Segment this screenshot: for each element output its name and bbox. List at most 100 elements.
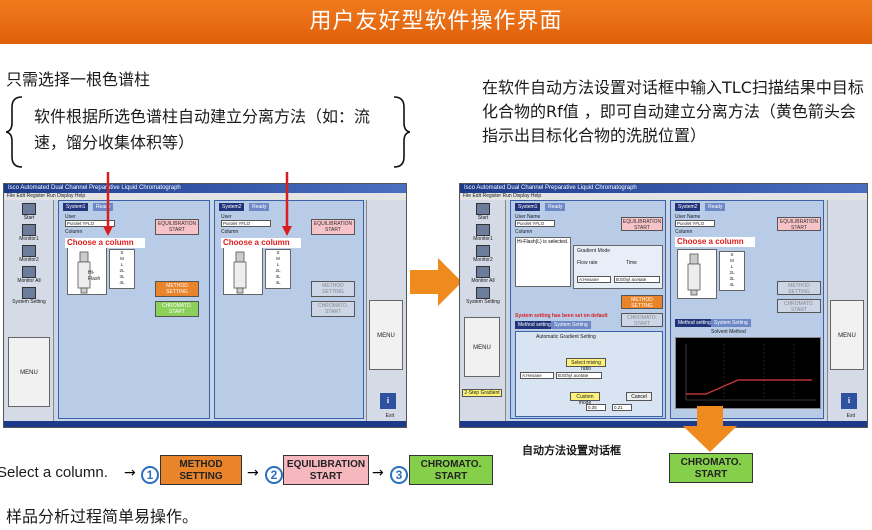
menu-file[interactable]: File <box>7 193 16 199</box>
left-note-heading: 只需选择一根色谱柱 <box>6 70 151 89</box>
tab-system1[interactable]: System1 <box>515 203 541 211</box>
dialog-solvent-b[interactable]: B:Ethyl acetate <box>556 372 602 379</box>
size-option-m[interactable]: M <box>120 256 124 261</box>
size-option-m[interactable]: M <box>276 256 280 261</box>
chromato-start-button-large[interactable]: CHROMATO. START <box>669 453 753 483</box>
size-option-4l[interactable]: 4L <box>119 280 125 285</box>
column-size-list[interactable]: S M L 2L 3L 4L <box>265 249 291 289</box>
tab-system2[interactable]: System2 <box>675 203 701 211</box>
chromato-start-button[interactable]: CHROMATO. START <box>155 301 199 317</box>
method-setting-button[interactable]: METHOD SETTING <box>311 281 355 297</box>
menu-run[interactable]: Run <box>502 193 512 199</box>
tab-system-setting[interactable]: System Setting <box>711 319 751 327</box>
size-option-s[interactable]: S <box>276 250 280 255</box>
sidebar-item-monitor2[interactable]: Monitor2 <box>464 245 502 263</box>
sidebar-item-start[interactable]: Start <box>464 203 502 221</box>
chromato-start-button[interactable]: CHROMATO. START <box>311 301 355 317</box>
sidebar-item-monitor2[interactable]: Monitor2 <box>8 245 50 263</box>
menu-help[interactable]: Help <box>530 193 542 199</box>
size-option-3l[interactable]: 3L <box>275 274 281 279</box>
column-cartridge-icon <box>687 253 701 296</box>
size-option-2l[interactable]: 2L <box>275 268 281 273</box>
menu-edit[interactable]: Edit <box>472 193 482 199</box>
tab-ready[interactable]: Ready <box>93 203 114 211</box>
solvent-a-dropdown[interactable]: A:Hexane <box>577 276 611 283</box>
down-arrow-icon <box>683 406 737 452</box>
tab-method-setting[interactable]: Method setting <box>515 321 554 329</box>
chromato-start-button[interactable]: CHROMATO. START <box>777 299 821 313</box>
pointer-arrow-icon <box>282 172 292 236</box>
equilibration-start-button[interactable]: EQUILIBRATION START <box>155 219 199 235</box>
rf-value-2[interactable]: 0.21 <box>612 404 632 411</box>
menu-button[interactable]: MENU <box>8 337 50 407</box>
flow-arrow-2: → <box>247 465 259 481</box>
tab-system-setting[interactable]: System Setting <box>551 321 591 329</box>
menu-file[interactable]: File <box>463 193 472 199</box>
size-option-l[interactable]: L <box>276 262 280 267</box>
exit-icon[interactable]: i <box>841 393 857 409</box>
menu-edit[interactable]: Edit <box>16 193 26 199</box>
user-dropdown[interactable]: Purolet YFLO <box>221 220 271 227</box>
size-option-4l[interactable]: 4L <box>275 280 281 285</box>
exit-label: Exit <box>846 413 855 419</box>
equilibration-start-button[interactable]: EQUILIBRATION START <box>311 219 355 235</box>
menu-register[interactable]: Register <box>26 193 46 199</box>
size-option-s[interactable]: S <box>120 250 124 255</box>
user-dropdown[interactable]: Purolet YFLO <box>515 220 555 227</box>
cancel-button[interactable]: Cancel <box>626 392 652 401</box>
method-setting-button[interactable]: METHOD SETTING <box>777 281 821 295</box>
user-dropdown[interactable]: Purolet YFLO <box>65 220 115 227</box>
step-3-badge: 3 <box>390 466 408 484</box>
menu-help[interactable]: Help <box>74 193 86 199</box>
chromato-start-button[interactable]: CHROMATO. START <box>621 313 663 327</box>
menu-button[interactable]: MENU <box>464 317 500 377</box>
menu-button[interactable]: MENU <box>369 300 403 370</box>
mixing-ratio-button[interactable]: Select mixing ratio <box>566 358 606 372</box>
menu-display[interactable]: Display <box>513 193 530 199</box>
equilibration-start-button[interactable]: EQUILIBRATION START <box>621 217 663 231</box>
size-option-4l[interactable]: 4L <box>729 282 735 287</box>
menu-register[interactable]: Register <box>482 193 502 199</box>
tab-system1[interactable]: System1 <box>63 203 89 211</box>
sidebar-item-monitor-all[interactable]: Monitor All <box>8 266 50 284</box>
method-setting-step-button[interactable]: METHOD SETTING <box>160 455 242 485</box>
custom-mode-button[interactable]: Custom mode <box>570 392 600 406</box>
solvent-b-dropdown[interactable]: B:Ethyl acetate <box>614 276 660 283</box>
sidebar-item-start[interactable]: Start <box>8 203 50 221</box>
method-setting-button[interactable]: METHOD SETTING <box>621 295 663 309</box>
tab-ready[interactable]: Ready <box>545 203 566 211</box>
size-option-3l[interactable]: 3L <box>729 276 735 281</box>
size-option-l[interactable]: L <box>120 262 124 267</box>
tab-ready[interactable]: Ready <box>705 203 726 211</box>
sidebar-item-monitor-all[interactable]: Monitor All <box>464 266 502 284</box>
size-option-s[interactable]: S <box>730 252 734 257</box>
size-option-l[interactable]: L <box>730 264 734 269</box>
method-setting-button[interactable]: METHOD SETTING <box>155 281 199 297</box>
dialog-solvent-a[interactable]: A:Hexane <box>520 372 554 379</box>
menu-display[interactable]: Display <box>57 193 74 199</box>
sidebar-item-monitor1[interactable]: Monitor1 <box>8 224 50 242</box>
menu-button[interactable]: MENU <box>830 300 864 370</box>
tab-ready[interactable]: Ready <box>249 203 270 211</box>
sidebar-item-system-setting[interactable]: System Setting <box>8 287 50 305</box>
equilibration-start-button[interactable]: EQUILIBRATION START <box>777 217 821 231</box>
size-option-3l[interactable]: 3L <box>119 274 125 279</box>
size-option-2l[interactable]: 2L <box>729 270 735 275</box>
size-option-2l[interactable]: 2L <box>119 268 125 273</box>
equilibration-step-button[interactable]: EQUILIBRATION START <box>283 455 369 485</box>
size-option-m[interactable]: M <box>730 258 734 263</box>
sidebar-item-system-setting[interactable]: System Setting <box>464 287 502 305</box>
chromato-step-button[interactable]: CHROMATO. START <box>409 455 493 485</box>
user-dropdown[interactable]: Purolet YFLO <box>675 220 715 227</box>
column-size-list[interactable]: S M L 2L 3L 4L <box>109 249 135 289</box>
tab-method-setting[interactable]: Method setting <box>675 319 714 327</box>
rf-value-1[interactable]: 0.35 <box>586 404 606 411</box>
sidebar-item-monitor1[interactable]: Monitor1 <box>464 224 502 242</box>
monitor-icon <box>22 224 36 236</box>
solvent-method-label: Solvent Method <box>711 329 746 335</box>
column-size-list[interactable]: S M L 2L 3L 4L <box>719 251 745 291</box>
menu-run[interactable]: Run <box>46 193 56 199</box>
system1-panel: System1 Ready User Purolet YFLO Column H… <box>58 200 210 419</box>
exit-icon[interactable]: i <box>380 393 396 409</box>
tab-system2[interactable]: System2 <box>219 203 245 211</box>
